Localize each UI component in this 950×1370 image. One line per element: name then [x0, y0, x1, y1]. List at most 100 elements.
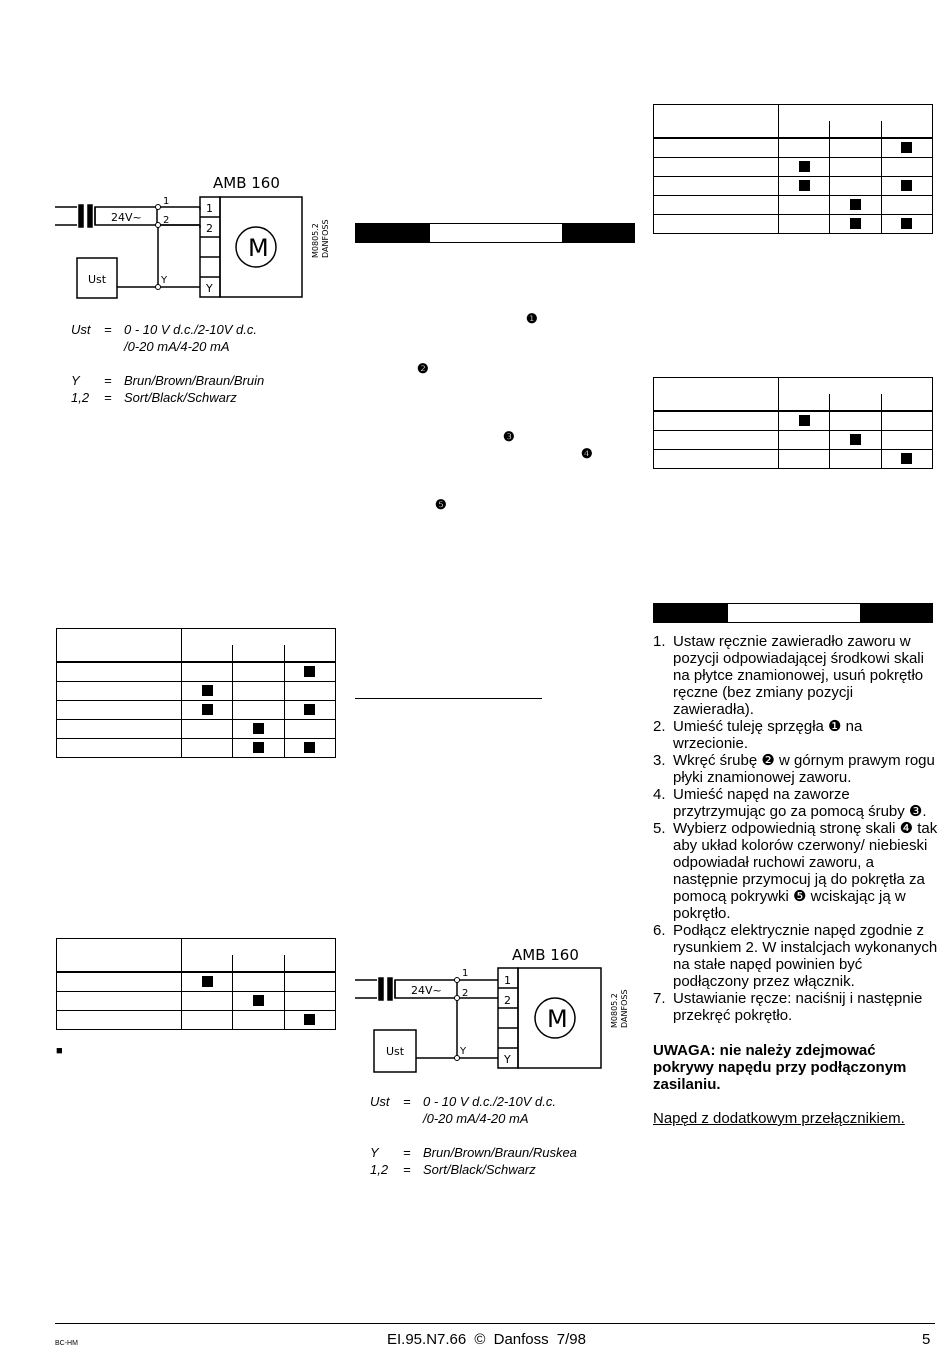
- legend-value: Brun/Brown/Braun/Bruin: [124, 373, 265, 388]
- step-text: Umieść tuleję sprzęgła ❶ na wrzecionie.: [673, 718, 863, 752]
- dip-row: [56, 681, 337, 701]
- footer-rule: [55, 1323, 935, 1324]
- terminal-y: Y: [205, 282, 213, 295]
- wire-2-label: 2: [163, 215, 169, 226]
- step-number: 6.: [653, 922, 666, 939]
- dip-cell: [283, 700, 337, 720]
- switch-on-marker: [798, 180, 810, 192]
- diagram-brand: DANFOSS: [321, 219, 330, 258]
- switch-on-marker: [201, 685, 213, 697]
- dip-cell: [880, 157, 934, 177]
- dip-table: [653, 104, 934, 234]
- dip-cell: [880, 410, 934, 431]
- dip-row: [56, 971, 337, 992]
- switch-on-marker: [901, 453, 913, 465]
- footer-reference: EI.95.N7.66 © Danfoss 7/98: [387, 1331, 586, 1348]
- wiring-diagram-top: AMB 160 24V~ 1 2 Y Ust 1 2 Y M M0805.2 D…: [55, 174, 330, 299]
- wire-1-label: 1: [462, 968, 468, 979]
- dip-row-label-cell: [56, 971, 182, 992]
- controller-label: Ust: [386, 1045, 405, 1058]
- model-label: AMB 160: [213, 174, 280, 192]
- dip-cell: [777, 157, 831, 177]
- terminal-1: 1: [504, 974, 511, 987]
- switch-on-marker: [849, 199, 861, 211]
- motor-symbol: M: [547, 1005, 568, 1033]
- dip-cell: [180, 991, 234, 1011]
- legend-eq: =: [403, 1094, 411, 1109]
- step-number: 4.: [653, 786, 666, 803]
- step-text: Ustaw ręcznie zawieradło zaworu w pozycj…: [673, 633, 924, 718]
- switch-on-marker: [304, 666, 316, 678]
- marker-2: ❷: [417, 361, 429, 376]
- dip-cell: [283, 1010, 337, 1030]
- dip-cell: [180, 661, 234, 682]
- dip-cell: [232, 738, 285, 758]
- diagram-code: M0805.2: [311, 223, 320, 258]
- dip-cell: [232, 1010, 285, 1030]
- legend-value: /0-20 mA/4-20 mA: [124, 339, 230, 354]
- dip-row: [653, 410, 934, 431]
- marker-3: ❸: [503, 429, 515, 444]
- dip-cell: [777, 195, 831, 215]
- dip-row: [56, 738, 337, 758]
- dip-cell: [777, 410, 831, 431]
- diagram-brand: DANFOSS: [620, 989, 629, 1028]
- dip-cell: [880, 214, 934, 234]
- section-bar-right: [653, 603, 933, 623]
- dip-cell: [283, 719, 337, 739]
- controller-label: Ust: [88, 273, 107, 286]
- divider-line: [355, 698, 542, 699]
- dip-row-label-cell: [653, 430, 779, 450]
- switch-on-marker: [901, 218, 913, 230]
- switch-on-marker: [304, 704, 316, 716]
- switch-on-marker: [849, 218, 861, 230]
- dip-row-label-cell: [653, 410, 779, 431]
- switch-on-marker: [901, 180, 913, 192]
- legend-key: Y: [71, 373, 80, 388]
- switch-on-marker: [252, 742, 264, 754]
- dip-table: [56, 628, 337, 758]
- dip-cell: [880, 449, 934, 469]
- wiring-diagram-bottom: AMB 160 24V~ 1 2 Y Ust 1 2 Y M M0805.2 D…: [355, 946, 629, 1073]
- dip-row-label-cell: [653, 195, 779, 215]
- legend-value: 0 - 10 V d.c./2-10V d.c.: [124, 322, 257, 337]
- switch-on-marker: [849, 434, 861, 446]
- dip-cell: [829, 157, 882, 177]
- legend-key: Y: [370, 1145, 379, 1160]
- dip-cell: [232, 681, 285, 701]
- step-item: 4. Umieść napęd na zaworze przytrzymując …: [653, 786, 938, 820]
- switch-on-marker: [798, 415, 810, 427]
- legend-eq: =: [104, 322, 112, 337]
- dip-row: [653, 195, 934, 215]
- step-item: 7.Ustawianie ręcze: naciśnij i następnie…: [653, 990, 938, 1024]
- step-text: Wybierz odpowiednią stronę skali ❹ tak a…: [673, 820, 938, 922]
- dip-cell: [283, 738, 337, 758]
- switch-link[interactable]: Napęd z dodatkowym przełącznikiem.: [653, 1110, 905, 1127]
- page-number: 5: [922, 1331, 931, 1348]
- dip-row-label-cell: [653, 449, 779, 469]
- dip-cell: [777, 137, 831, 158]
- bullet-square: ■: [56, 1045, 63, 1057]
- dip-row: [56, 661, 337, 682]
- legend-eq: =: [403, 1162, 411, 1177]
- legend-value: 0 - 10 V d.c./2-10V d.c.: [423, 1094, 556, 1109]
- dip-row-label-cell: [653, 214, 779, 234]
- step-item: 3.Wkręć śrubę ❷ w górnym prawym rogu pły…: [653, 752, 938, 786]
- dip-cell: [829, 410, 882, 431]
- step-text: Umieść napęd na zaworze przytrzymując go…: [673, 786, 927, 820]
- dip-row-label-cell: [653, 137, 779, 158]
- legend-key: Ust: [370, 1094, 390, 1109]
- dip-cell: [180, 971, 234, 992]
- step-item: 1.Ustaw ręcznie zawieradło zaworu w pozy…: [653, 633, 938, 718]
- dip-cell: [180, 681, 234, 701]
- dip-row: [653, 430, 934, 450]
- dip-cell: [880, 176, 934, 196]
- dip-cell: [829, 137, 882, 158]
- legend-value: Sort/Black/Schwarz: [423, 1162, 536, 1177]
- step-text: Wkręć śrubę ❷ w górnym prawym rogu płyki…: [673, 752, 935, 786]
- dip-cell: [283, 681, 337, 701]
- dip-cell: [232, 991, 285, 1011]
- dip-cell: [777, 176, 831, 196]
- legend-value: Brun/Brown/Braun/Ruskea: [423, 1145, 577, 1160]
- dip-table: [653, 377, 934, 469]
